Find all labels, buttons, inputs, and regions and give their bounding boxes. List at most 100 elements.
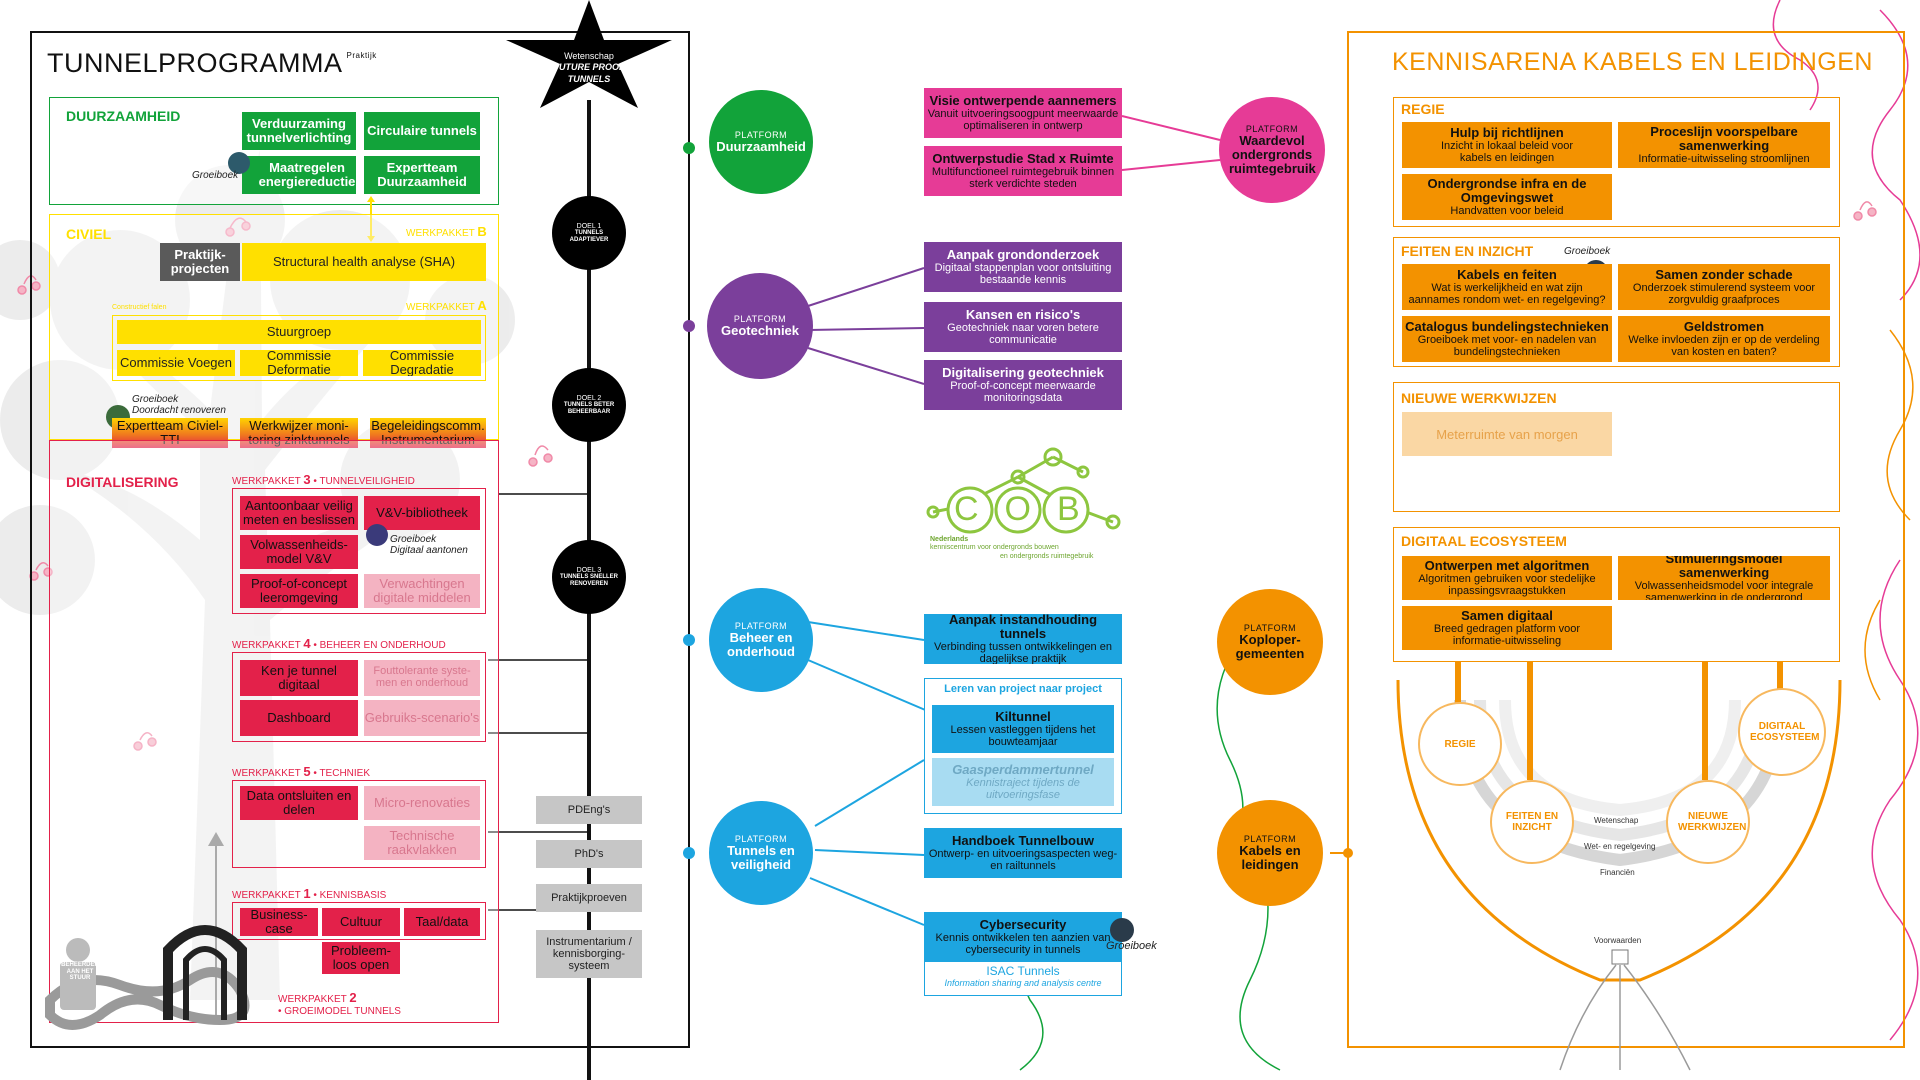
stimuleringsmodel-samenwerking[interactable]: Stimuleringsmodel samenwerking Volwassen… — [1618, 556, 1830, 600]
taal-data[interactable]: Taal/data — [404, 908, 480, 936]
blue-aanpak-title: Aanpak instandhouding tunnels — [948, 614, 1098, 641]
phds[interactable]: PhD's — [536, 840, 642, 868]
begeleidingscommissie[interactable]: Begeleidingscomm. Instrumentarium — [370, 418, 486, 448]
platform-beheer-en-onderhoud[interactable]: PLATFORM Beheer en onderhoud — [709, 588, 813, 692]
technische-raakvlakken[interactable]: Technische raakvlakken — [364, 826, 480, 860]
platform-koplopergemeenten[interactable]: PLATFORM Koploper-gemeenten — [1217, 589, 1323, 695]
aanpak-instandhouding-tunnels[interactable]: Aanpak instandhouding tunnels Verbinding… — [924, 614, 1122, 664]
circulaire-tunnels[interactable]: Circulaire tunnels — [364, 112, 480, 150]
wp4-item-3: Gebruiks-scenario's — [364, 710, 480, 726]
platform-0-label: PLATFORM — [734, 129, 788, 140]
handboek-tunnelbouw[interactable]: Handboek Tunnelbouw Ontwerp- en uitvoeri… — [924, 828, 1122, 878]
commissie-voegen[interactable]: Commissie Voegen — [117, 350, 235, 376]
verwachtingen-digitale-middelen[interactable]: Verwachtingen digitale middelen — [364, 574, 480, 608]
feiten-groeiboek: Groeiboek — [1564, 246, 1611, 257]
platform-2-label: PLATFORM — [734, 620, 788, 631]
stuurgroep-frame — [112, 315, 486, 381]
duurzaamheid-item-1: Circulaire tunnels — [367, 123, 477, 139]
commissie-degradatie[interactable]: Commissie Degradatie — [363, 350, 481, 376]
visie-ontwerpende-aannemers[interactable]: Visie ontwerpende aannemers Vanuit uitvo… — [924, 88, 1122, 138]
digitaal-1-sub: Volwassenheidsmodel voor integrale samen… — [1634, 579, 1814, 600]
tree-circle-2: FEITEN EN INZICHT — [1505, 811, 1559, 833]
expertteam-duurzaamheid[interactable]: Expertteam Duurzaamheid — [364, 156, 480, 194]
kansen-en-risicos[interactable]: Kansen en risico's Geotechniek naar vore… — [924, 302, 1122, 352]
maatregelen-energiereductie[interactable]: Maatregelen energiereductie — [242, 156, 356, 194]
leren-van-project-title: Leren van project naar project — [944, 683, 1102, 695]
beheerder-aan-het-stuur: BEHEERDER AAN HET STUUR — [58, 962, 102, 982]
probleemloos-open[interactable]: Probleem-loos open — [322, 942, 400, 974]
proof-of-concept-leeromgeving[interactable]: Proof-of-concept leeromgeving — [240, 574, 358, 608]
isac-title: ISAC Tunnels — [986, 964, 1060, 978]
ondergrondse-infra-omgevingswet[interactable]: Ondergrondse infra en de Omgevingswet Ha… — [1402, 174, 1612, 220]
cultuur[interactable]: Cultuur — [322, 908, 400, 936]
geldstromen[interactable]: Geldstromen Welke invloeden zijn er op d… — [1618, 316, 1830, 362]
volwassenheidsmodel-vv[interactable]: Volwassenheids-model V&V — [240, 535, 358, 569]
civiel-bottom-2: Begeleidingscomm. Instrumentarium — [371, 418, 485, 447]
praktijkprojecten[interactable]: Praktijk-projecten — [160, 243, 240, 281]
hulp-bij-richtlijnen[interactable]: Hulp bij richtlijnen Inzicht in lokaal b… — [1402, 122, 1612, 168]
fouttolerante-systemen[interactable]: Fouttolerante syste-men en onderhoud — [364, 660, 480, 696]
ontwerpen-met-algoritmen[interactable]: Ontwerpen met algoritmen Algoritmen gebr… — [1402, 556, 1612, 600]
wpb-prefix: WERKPAKKET — [406, 228, 475, 239]
platform-waardevol-ondergronds[interactable]: PLATFORM Waardevol ondergronds ruimtegeb… — [1219, 97, 1325, 203]
structural-health-analyse[interactable]: Structural health analyse (SHA) — [242, 243, 486, 281]
platform-tunnels-en-veiligheid[interactable]: PLATFORM Tunnels en veiligheid — [709, 801, 813, 905]
cybersecurity[interactable]: Cybersecurity Kennis ontwikkelen ten aan… — [924, 912, 1122, 962]
aanpak-grondonderzoek[interactable]: Aanpak grondonderzoek Digitaal stappenpl… — [924, 242, 1122, 292]
samen-digitaal[interactable]: Samen digitaal Breed gedragen platform v… — [1402, 606, 1612, 650]
purple-1-sub: Geotechniek naar voren betere communicat… — [947, 321, 1099, 346]
platform-geotechniek[interactable]: PLATFORM Geotechniek — [707, 273, 813, 379]
platform-duurzaamheid[interactable]: PLATFORM Duurzaamheid — [709, 90, 813, 194]
cyber-sub: Kennis ontwikkelen ten aanzien van cyber… — [935, 931, 1111, 956]
vv-bibliotheek[interactable]: V&V-bibliotheek — [364, 496, 480, 530]
regie-1-title: Proceslijn voorspelbare samenwerking — [1650, 124, 1798, 153]
platform-kabels-en-leidingen[interactable]: PLATFORM Kabels en leidingen — [1217, 800, 1323, 906]
verduurzaming-tunnelverlichting[interactable]: Verduurzaming tunnelverlichting — [242, 112, 356, 150]
magenta-1-sub: Multifunctioneel ruimtegebruik binnen st… — [931, 165, 1115, 190]
platform-1-name: Geotechniek — [720, 322, 800, 338]
proceslijn-voorspelbare-samenwerking[interactable]: Proceslijn voorspelbare samenwerking Inf… — [1618, 122, 1830, 168]
wp5-title: • TECHNIEK — [313, 768, 371, 779]
kiltunnel[interactable]: Kiltunnel Lessen vastleggen tijdens het … — [932, 705, 1114, 753]
dashboard[interactable]: Dashboard — [240, 700, 358, 736]
gaasperdammertunnel[interactable]: Gaasperdammertunnel Kennistraject tijden… — [932, 758, 1114, 806]
digitaal-0-sub: Algoritmen gebruiken voor stedelijke inp… — [1418, 572, 1596, 597]
expertteam-civiel-tti[interactable]: Expertteam Civiel-TTI — [112, 418, 228, 448]
ontwerpstudie-stad-x-ruimte[interactable]: Ontwerpstudie Stad x Ruimte Multifunctio… — [924, 146, 1122, 196]
meterruimte-van-morgen[interactable]: Meterruimte van morgen — [1402, 412, 1612, 456]
business-case[interactable]: Business-case — [240, 908, 318, 936]
stuurgroep[interactable]: Stuurgroep — [117, 320, 481, 344]
catalogus-bundelingstechnieken[interactable]: Catalogus bundelingstechnieken Groeiboek… — [1402, 316, 1612, 362]
praktijkproeven[interactable]: Praktijkproeven — [536, 884, 642, 912]
praktijk-text: Praktijk-projecten — [170, 247, 230, 276]
wp3-title: • TUNNELVEILIGHEID — [313, 476, 415, 487]
kiltunnel-title: Kiltunnel — [995, 709, 1051, 725]
commissie-deformatie[interactable]: Commissie Deformatie — [240, 350, 358, 376]
pdengs[interactable]: PDEng's — [536, 796, 642, 824]
kabels-en-feiten[interactable]: Kabels en feiten Wat is werkelijkheid en… — [1402, 264, 1612, 310]
data-ontsluiten[interactable]: Data ontsluiten en delen — [240, 786, 358, 820]
samen-zonder-schade[interactable]: Samen zonder schade Onderzoek stimuleren… — [1618, 264, 1830, 310]
platform-5-label: PLATFORM — [1243, 622, 1297, 633]
wp3-num: 3 — [303, 472, 311, 487]
cyber-groeiboek: Groeiboek — [1106, 940, 1157, 952]
werkwijzer-monitoring[interactable]: Werkwijzer moni-toring zinktunnels — [240, 418, 358, 448]
gebruiksscenarios[interactable]: Gebruiks-scenario's — [364, 700, 480, 736]
aantoonbaar-veilig[interactable]: Aantoonbaar veilig meten en beslissen — [240, 496, 358, 530]
micro-renovaties[interactable]: Micro-renovaties — [364, 786, 480, 820]
instrumentarium[interactable]: Instrumentarium / kennisborging-systeem — [536, 930, 642, 978]
duurzaamheid-item-0: Verduurzaming tunnelverlichting — [246, 116, 352, 145]
regie-2-sub: Handvatten voor beleid — [1450, 204, 1564, 217]
nieuwe-werkwijzen-section — [1393, 382, 1840, 512]
digitalisering-geotechniek[interactable]: Digitalisering geotechniek Proof-of-conc… — [924, 360, 1122, 410]
grey-item-1: PhD's — [574, 848, 604, 860]
digitaal-1-title: Stimuleringsmodel samenwerking — [1665, 556, 1783, 580]
wp1-prefix: WERKPAKKET — [232, 890, 301, 901]
doel-3-text: TUNNELS SNELLER RENOVEREN — [560, 573, 619, 587]
feiten-1-title: Samen zonder schade — [1655, 267, 1793, 283]
ken-je-tunnel-digitaal[interactable]: Ken je tunnel digitaal — [240, 660, 358, 696]
groeimodel-graphic — [45, 832, 250, 1030]
wpa-prefix: WERKPAKKET — [406, 302, 475, 313]
purple-2-title: Digitalisering geotechniek — [942, 365, 1104, 381]
purple-0-sub: Digitaal stappenplan voor ontsluiting be… — [934, 261, 1112, 286]
